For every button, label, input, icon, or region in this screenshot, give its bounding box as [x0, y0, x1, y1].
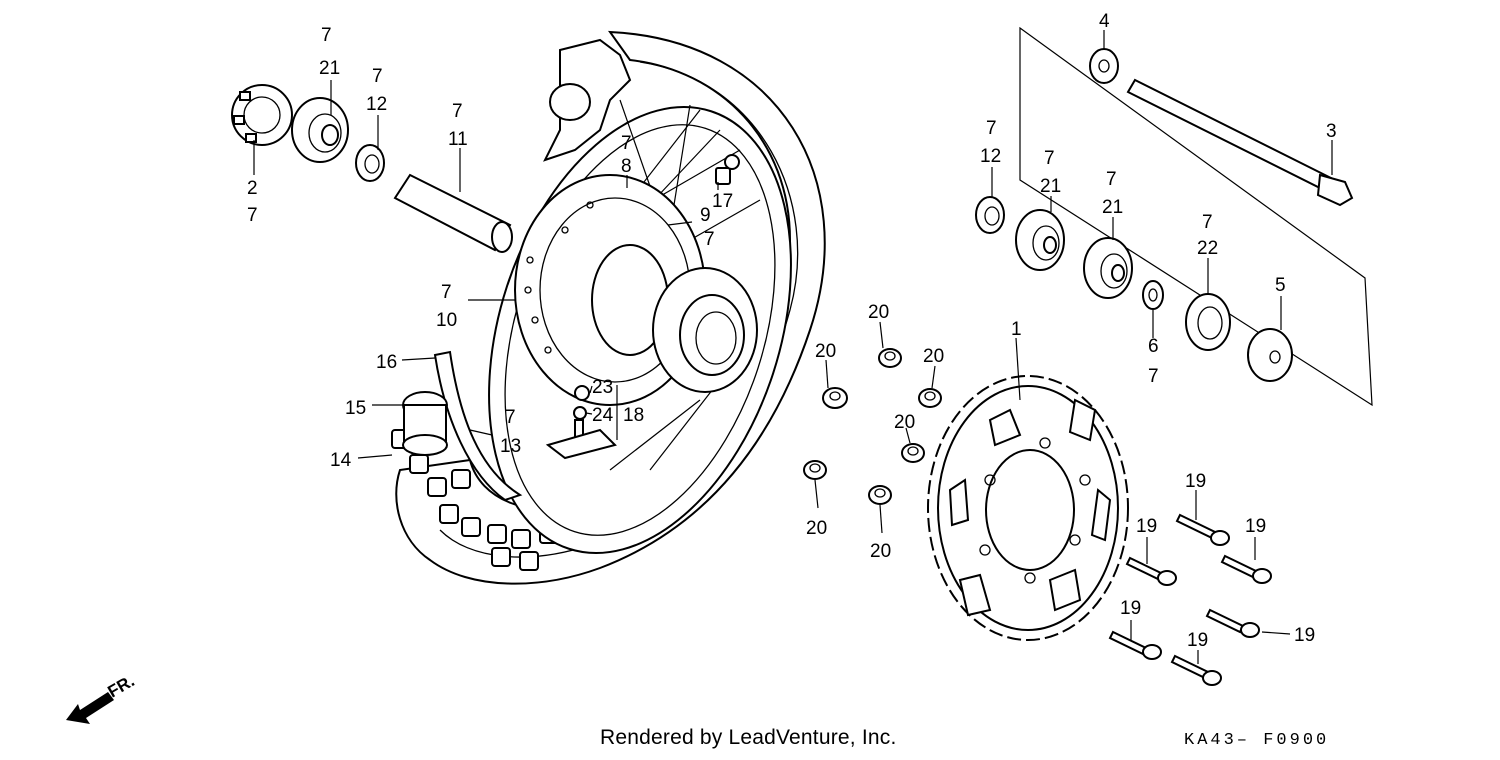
callout-c35: 19	[1120, 598, 1141, 619]
leader-lines	[253, 30, 1333, 664]
callout-c32: 19	[1245, 516, 1266, 537]
callout-c36: 19	[1187, 630, 1208, 651]
callout-c34: 19	[1294, 625, 1315, 646]
brake-panel-bracket[interactable]	[543, 38, 632, 162]
callout-c27: 20	[923, 346, 944, 367]
right-bearing-2[interactable]	[1083, 237, 1133, 299]
rear-hub[interactable]	[514, 174, 758, 406]
callout-c15: 18	[623, 405, 644, 426]
callout-c28: 20	[894, 412, 915, 433]
callout-c26: 20	[815, 341, 836, 362]
bearing-retainer-nut[interactable]	[231, 84, 293, 146]
callout-c16: 4	[1099, 11, 1110, 32]
callout-c30: 20	[870, 541, 891, 562]
axle-outline-box	[1019, 26, 1373, 407]
render-credit: Rendered by LeadVenture, Inc.	[600, 726, 897, 749]
sprocket-bolts[interactable]	[1108, 513, 1272, 686]
callout-c10: 15	[345, 398, 366, 419]
diagram-code: KA43– F0900	[1184, 731, 1330, 750]
callout-c9: 16	[376, 352, 397, 373]
side-collar[interactable]	[1247, 328, 1293, 382]
valve-stem[interactable]	[545, 385, 617, 460]
sprocket-nuts[interactable]	[803, 348, 942, 505]
right-bearing-1[interactable]	[1015, 209, 1065, 271]
callout-c25: 20	[868, 302, 889, 323]
callout-c14: 24	[592, 405, 614, 426]
driven-sprocket[interactable]	[927, 375, 1129, 641]
rim-band[interactable]	[433, 350, 523, 502]
left-dust-seal[interactable]	[355, 144, 385, 182]
left-bearing[interactable]	[291, 97, 349, 163]
callout-c33: 19	[1136, 516, 1157, 537]
callout-c13: 23	[592, 377, 613, 398]
callout-c22: 5	[1275, 275, 1286, 296]
axle-washer[interactable]	[1089, 48, 1119, 84]
front-direction-arrow-icon: FR.	[66, 671, 138, 724]
callout-c11: 14	[330, 450, 352, 471]
callout-c24: 1	[1011, 319, 1022, 340]
callout-c29: 20	[806, 518, 827, 539]
callout-c17: 3	[1326, 121, 1337, 142]
callout-c6: 17	[712, 191, 733, 212]
callout-c31: 19	[1185, 471, 1206, 492]
rear-axle[interactable]	[1126, 78, 1354, 207]
spoke-nipple[interactable]	[715, 154, 740, 185]
distance-collar[interactable]	[393, 173, 513, 253]
right-dust-seal[interactable]	[975, 196, 1005, 234]
oil-seal[interactable]	[1185, 293, 1231, 351]
retainer-ring[interactable]	[1142, 280, 1164, 310]
tire-tube-valve[interactable]	[402, 391, 448, 456]
